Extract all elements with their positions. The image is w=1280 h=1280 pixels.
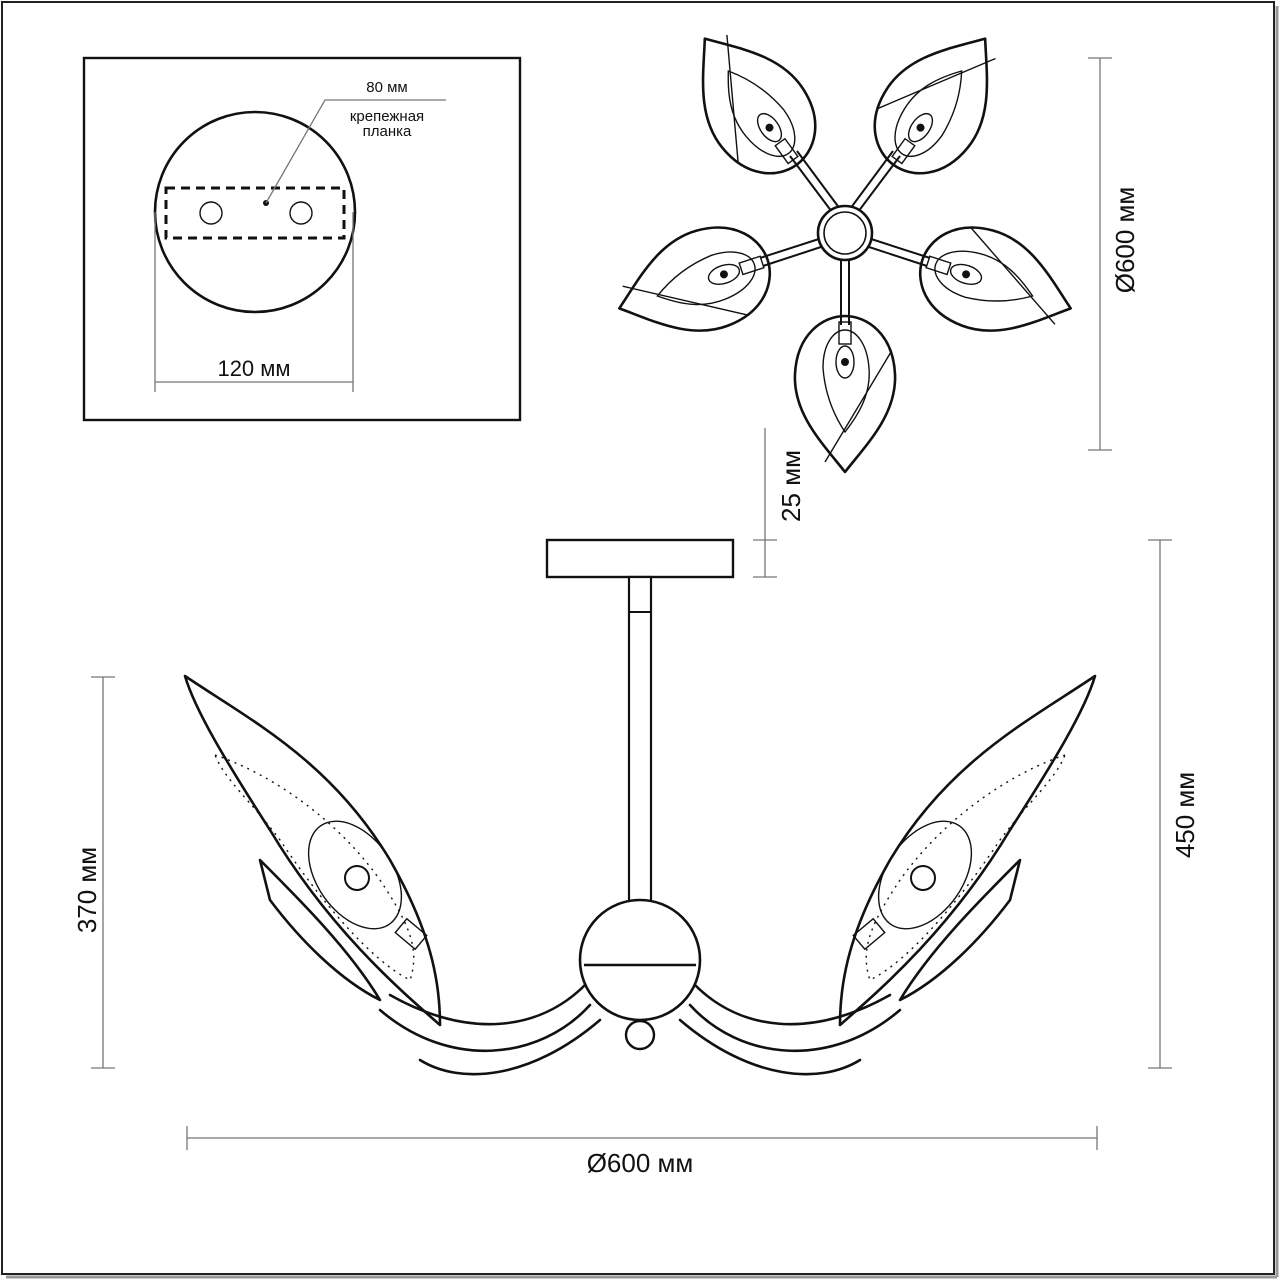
- hub-inner: [823, 211, 867, 255]
- side-view: 25 мм 450 мм 370 мм Ø600 мм: [72, 428, 1200, 1178]
- total-height-label: 450 мм: [1170, 772, 1200, 858]
- shade-leaf: [793, 314, 897, 474]
- screw-hole: [199, 201, 223, 225]
- ceiling-plate: [545, 538, 735, 579]
- hub-outer: [816, 204, 874, 262]
- rod: [627, 575, 653, 909]
- mounting-bar-dashed: [164, 186, 346, 240]
- leader-line: [265, 99, 446, 204]
- finial: [624, 1019, 656, 1051]
- ceiling-plate-circle: [153, 110, 357, 314]
- shade-height-label: 370 мм: [72, 847, 102, 933]
- top-view: Ø600 мм: [602, 7, 1140, 474]
- mounting-plate-detail: 80 мм крепежная планка 120 мм: [82, 56, 522, 422]
- bar-width-label: 80 мм: [366, 79, 407, 96]
- shade-leaf: [905, 211, 1088, 358]
- plate-height-label: 25 мм: [776, 450, 806, 522]
- plate-diameter-label: 120 мм: [217, 356, 290, 381]
- top-diameter-label: Ø600 мм: [1110, 187, 1140, 294]
- shade-leaf: [602, 211, 785, 358]
- center-ball: [578, 898, 702, 1022]
- side-diameter-label: Ø600 мм: [587, 1148, 694, 1178]
- screw-hole: [289, 201, 313, 225]
- shade-right: [838, 674, 1097, 1027]
- bar-label-line2: планка: [363, 123, 412, 140]
- detail-frame: [82, 56, 522, 422]
- shade-leaf: [663, 7, 839, 196]
- shade-leaf: [851, 7, 1027, 196]
- bar-label-line1: крепежная: [350, 108, 424, 125]
- shade-left: [183, 674, 442, 1027]
